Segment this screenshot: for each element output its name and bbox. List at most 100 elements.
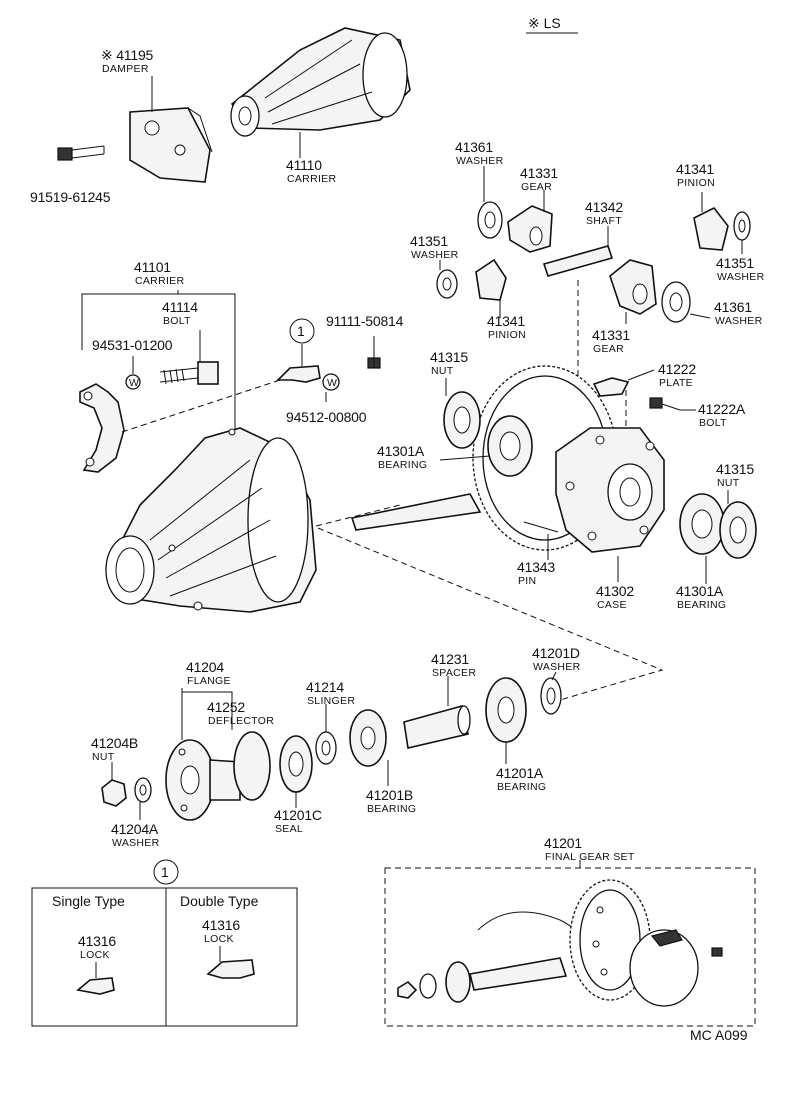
callout-c41351a-name: WASHER — [411, 249, 459, 261]
bearing-41201b-drawing — [349, 709, 387, 767]
callout-c41204b-name: NUT — [92, 751, 115, 763]
callout-c41204-part: 41204 — [186, 659, 224, 675]
guide-line-cap — [121, 379, 281, 433]
washer-mark: W — [129, 377, 139, 389]
callout-c41204-name: FLANGE — [187, 675, 231, 687]
callout-c41201b-name: BEARING — [367, 803, 416, 815]
pinion-41341-right-drawing — [693, 206, 729, 251]
callout-c41301a_l-name: BEARING — [378, 459, 427, 471]
bracket-41204 — [181, 688, 233, 740]
bolt-41222a-drawing — [649, 397, 681, 411]
callout-c41315b-name: NUT — [717, 477, 740, 489]
main-carrier-housing-drawing — [105, 427, 317, 613]
shaft-41342-drawing — [542, 245, 614, 277]
leader-41222 — [627, 369, 655, 381]
bolt-41114-drawing — [159, 361, 219, 385]
lock-double-part: 41316 — [202, 917, 240, 933]
callout-c41114-part: 41114 — [162, 299, 198, 315]
callout-c41361b-part: 41361 — [714, 299, 752, 315]
callout-c41351a-part: 41351 — [410, 233, 448, 249]
nut-41315-right-drawing — [719, 501, 757, 559]
washer-41201d-drawing — [540, 677, 562, 715]
callout-c41342-name: SHAFT — [586, 215, 622, 227]
callout-c41301a_r-part: 41301A — [676, 583, 724, 599]
washer-41351-left-drawing — [436, 269, 458, 299]
bracket-41101 — [81, 293, 236, 430]
callout-c41204a-name: WASHER — [112, 837, 160, 849]
callout-c41114-name: BOLT — [163, 315, 191, 327]
callout-c41252-part: 41252 — [207, 699, 245, 715]
lock-table-frame — [31, 887, 298, 1027]
pin-41343-drawing — [523, 521, 559, 533]
callout-c41222-part: 41222 — [658, 361, 696, 377]
leader-41201d — [551, 671, 557, 681]
seal-41201c-drawing — [279, 735, 313, 793]
bearing-41301a-right-drawing — [679, 493, 725, 555]
guide-line-pinion — [317, 527, 664, 701]
callout-c41195-name: DAMPER — [102, 63, 149, 75]
ref-circle-1-table-label: 1 — [161, 864, 169, 880]
spacer-41231-drawing — [403, 705, 471, 749]
washer-41361-left-drawing — [477, 201, 503, 239]
callout-c41331b-part: 41331 — [592, 327, 630, 343]
pinion-shaft-drawing — [350, 493, 482, 531]
callout-c41315b-part: 41315 — [716, 461, 754, 477]
callout-c41201b-part: 41201B — [366, 787, 413, 803]
callout-c41331a-part: 41331 — [520, 165, 558, 181]
callout-c94531-part: 94531-01200 — [92, 337, 173, 353]
callout-c41343-name: PIN — [518, 575, 536, 587]
callout-c41302-part: 41302 — [596, 583, 634, 599]
deflector-41252-drawing — [233, 731, 271, 801]
leader-41361-right — [689, 313, 711, 319]
callout-c41351b-part: 41351 — [716, 255, 754, 271]
callout-c41341a-name: PINION — [488, 329, 526, 341]
final-gear-set-drawing — [397, 879, 723, 1007]
callout-c41204b-part: 41204B — [91, 735, 138, 751]
callout-c41110-part: 41110 — [286, 157, 322, 173]
callout-c41331b-name: GEAR — [593, 343, 624, 355]
ls-note: ※ LS — [528, 15, 561, 31]
callout-c41110-name: CARRIER — [287, 173, 336, 185]
callout-c41101-name: CARRIER — [135, 275, 184, 287]
callout-c41361b-name: WASHER — [715, 315, 763, 327]
callout-c41361a-name: WASHER — [456, 155, 504, 167]
footer-code: MC A099 — [690, 1027, 748, 1043]
callout-c41222a-name: BOLT — [699, 417, 727, 429]
ref-circle-1-top-label: 1 — [297, 323, 305, 339]
callout-c41201-part: 41201 — [544, 835, 582, 851]
lock-double-name: LOCK — [204, 933, 234, 945]
washer-41204a-drawing — [134, 777, 152, 803]
ref-circle-1-table — [153, 859, 179, 885]
plate-41222-drawing — [592, 377, 630, 397]
callout-c41341b-name: PINION — [677, 177, 715, 189]
callout-c41301a_l-part: 41301A — [377, 443, 425, 459]
callout-c41315a-name: NUT — [431, 365, 454, 377]
bolt-91111-drawing — [367, 352, 381, 369]
callout-c41201a-part: 41201A — [496, 765, 544, 781]
callout-c41201a-name: BEARING — [497, 781, 546, 793]
callout-c41361a-part: 41361 — [455, 139, 493, 155]
slinger-41214-drawing — [315, 731, 337, 765]
washer-mark-2: W — [327, 377, 337, 389]
callout-c41302-name: CASE — [597, 599, 627, 611]
washer-41351-right-drawing — [733, 211, 751, 241]
guide-line-case — [315, 504, 401, 527]
nut-41315-left-drawing — [443, 391, 481, 449]
callout-c41331a-name: GEAR — [521, 181, 552, 193]
lock-single-name: LOCK — [80, 949, 110, 961]
washer-94531-drawing: W — [125, 374, 141, 390]
lock-table-double-header: Double Type — [180, 893, 259, 909]
pinion-41341-left-drawing — [475, 258, 507, 301]
case-41302-drawing — [555, 427, 665, 553]
lock-plate-drawing — [276, 344, 321, 383]
callout-c41195-part: ※ 41195 — [101, 47, 154, 63]
callout-c41315a-part: 41315 — [430, 349, 468, 365]
callout-c41201-name: FINAL GEAR SET — [545, 851, 635, 863]
callout-c41341a-part: 41341 — [487, 313, 525, 329]
callout-c41342-part: 41342 — [585, 199, 623, 215]
callout-c41214-name: SLINGER — [307, 695, 355, 707]
callout-c41214-part: 41214 — [306, 679, 344, 695]
lock-single-drawing — [76, 977, 115, 995]
callout-labels: ※ 41195DAMPER91519-6124541110CARRIER4110… — [30, 47, 764, 863]
